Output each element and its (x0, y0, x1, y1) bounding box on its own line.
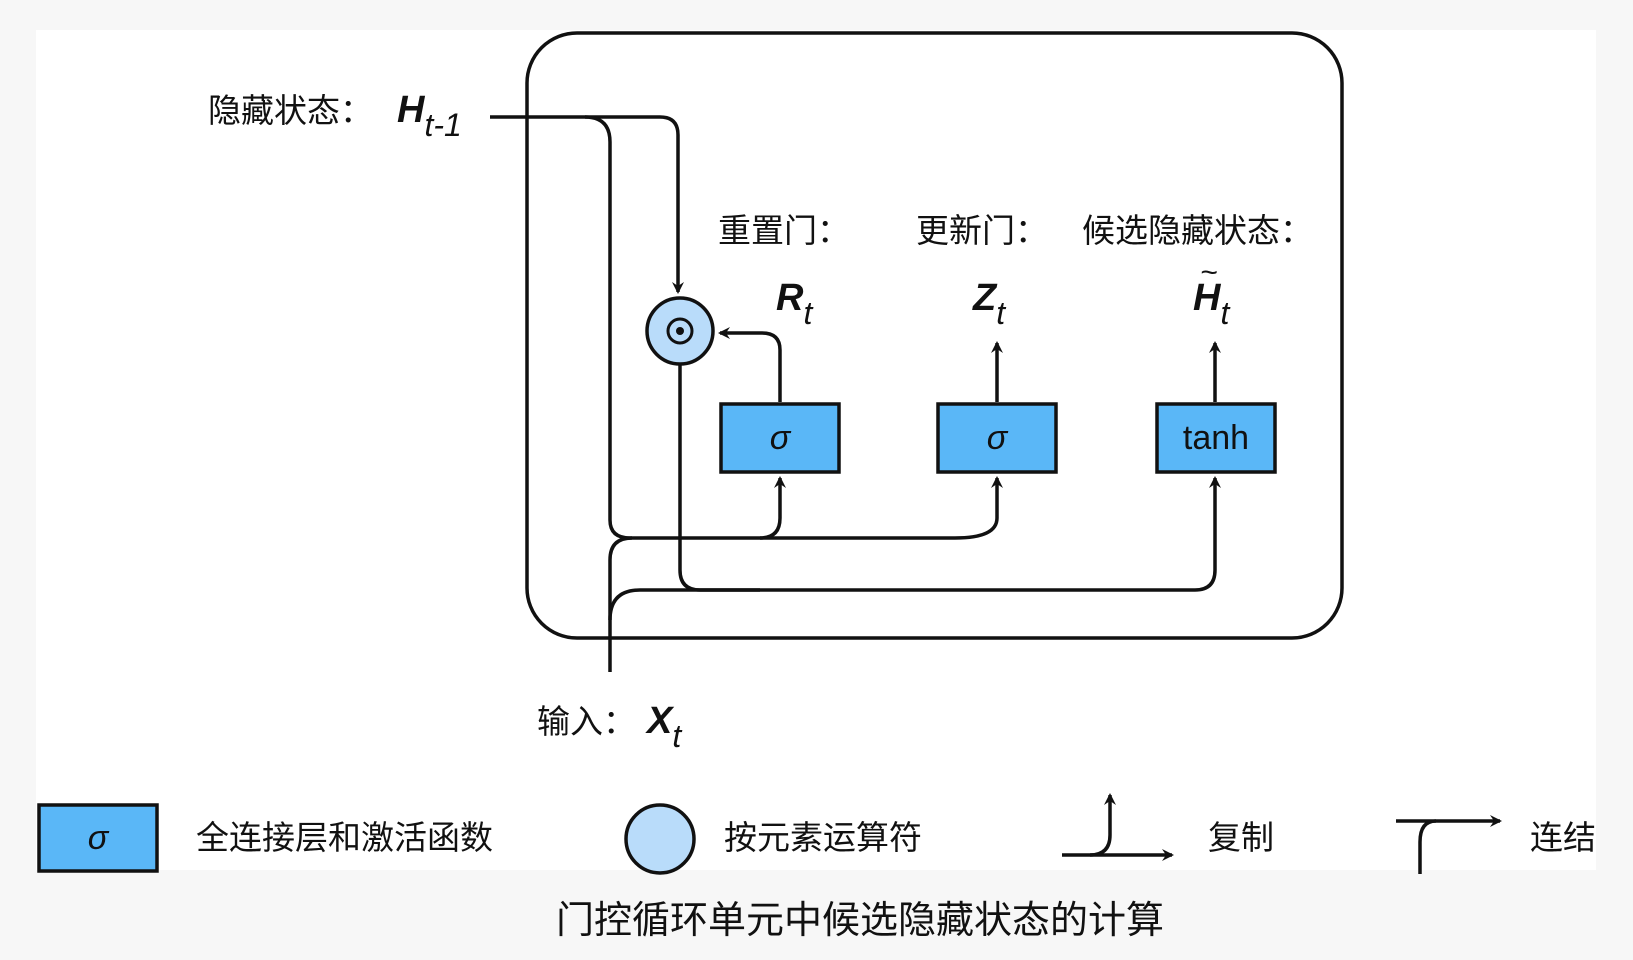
candidate-symbol: Ht (1193, 277, 1230, 331)
reset-gate-box-label: σ (770, 419, 792, 457)
legend-fc-label: 全连接层和激活函数 (196, 818, 493, 857)
reset-gate-box: σ (719, 402, 841, 474)
gru-cell-frame (525, 31, 1344, 640)
legend: σ 全连接层和激活函数 按元素运算符 复制 连结 (37, 793, 1596, 875)
candidate-tilde: ~ (1200, 256, 1218, 289)
figure-caption: 门控循环单元中候选隐藏状态的计算 (556, 898, 1164, 942)
candidate-box: tanh (1155, 402, 1277, 474)
input-wires (608, 536, 760, 672)
legend-concat-icon (1396, 815, 1502, 874)
legend-fc-icon: σ (37, 803, 159, 873)
candidate-name: 候选隐藏状态： (1082, 211, 1313, 250)
legend-fc-icon-label: σ (88, 819, 110, 857)
update-gate-name: 更新门： (916, 211, 1048, 250)
update-gate-box: σ (936, 402, 1058, 474)
legend-copy-icon (1062, 793, 1174, 861)
candidate-box-label: tanh (1183, 419, 1249, 457)
update-gate-box-label: σ (987, 419, 1009, 457)
elementwise-operator (645, 296, 715, 366)
input-symbol: Xt (645, 700, 682, 754)
legend-copy-label: 复制 (1208, 818, 1274, 857)
reset-gate-name: 重置门： (718, 211, 850, 250)
hidden-state-symbol: Ht-1 (397, 89, 462, 143)
operator-to-tanh-wire (678, 365, 1221, 592)
input-label: 输入： (537, 702, 636, 741)
legend-elementwise-label: 按元素运算符 (724, 818, 922, 857)
reset-gate-symbol: Rt (776, 277, 813, 331)
reset-to-operator-wire (718, 327, 782, 402)
legend-elementwise-icon (624, 803, 696, 875)
update-gate-symbol: Zt (972, 277, 1006, 331)
legend-concat-label: 连结 (1530, 818, 1596, 857)
hidden-state-wires (490, 115, 1003, 540)
hidden-state-label: 隐藏状态： (208, 91, 373, 130)
